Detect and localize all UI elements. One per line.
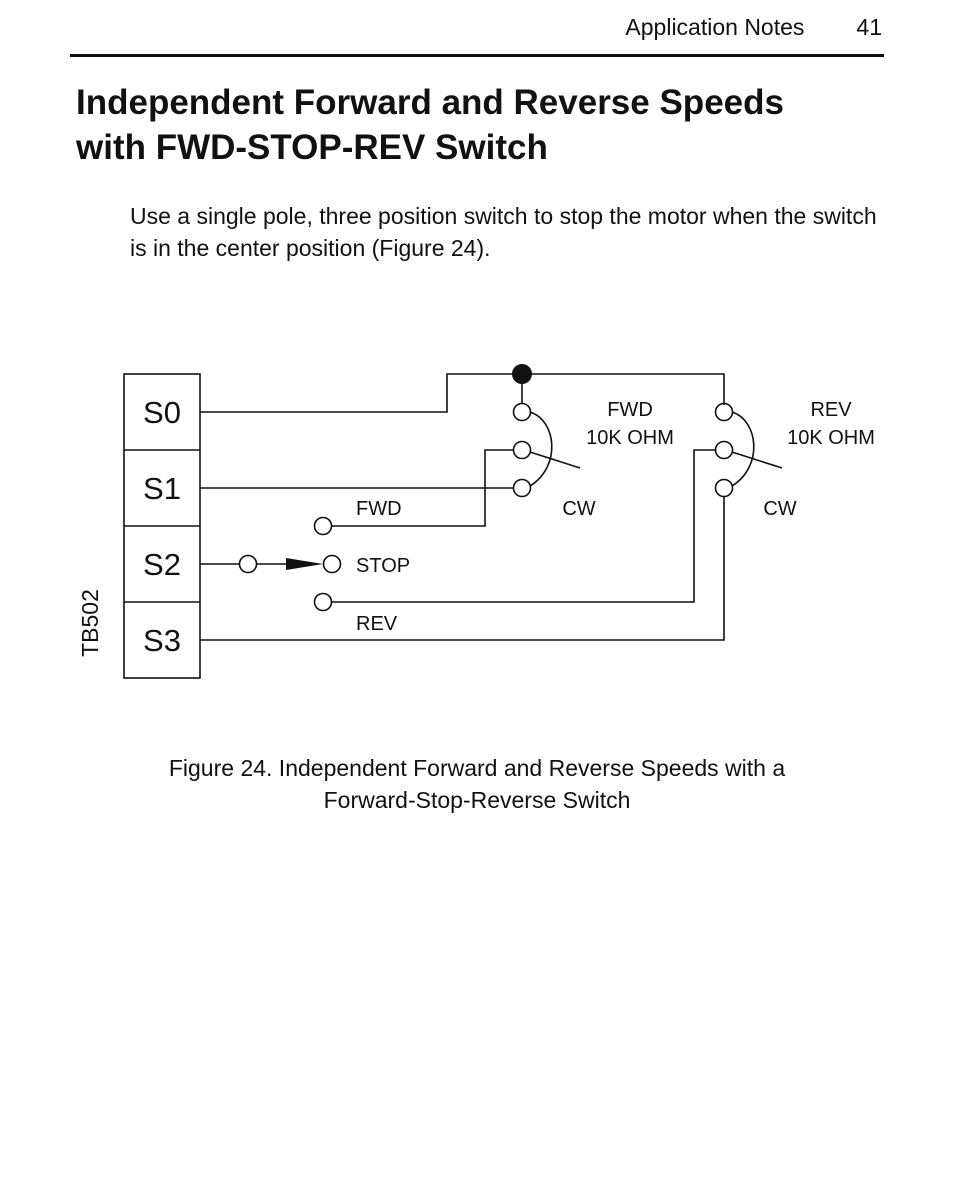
section-title: Application Notes — [625, 14, 805, 40]
fwd-pot-terminal — [512, 402, 532, 422]
page-number: 41 — [856, 14, 882, 40]
terminal-label: S0 — [143, 395, 181, 430]
fwd-pot-element — [529, 411, 553, 487]
rev-pot-name: REV — [810, 399, 852, 421]
rev-pot-terminal — [714, 478, 734, 498]
switch-label-fwd: FWD — [356, 498, 402, 520]
wire-rev-contact — [332, 449, 715, 603]
fwd-pot-value: 10K OHM — [586, 427, 674, 449]
terminal-label: S1 — [143, 471, 181, 506]
title-line-1: Independent Forward and Reverse Speeds — [76, 83, 784, 122]
figure-caption: Figure 24. Independent Forward and Rever… — [77, 752, 877, 816]
running-head: Application Notes 41 — [625, 14, 882, 41]
fwd-pot-wiper — [529, 451, 581, 469]
wiring-diagram: S0 S1 S2 S3 TB502 FWD STOP REV FWD 10K O… — [77, 364, 875, 679]
caption-line-1: Figure 24. Independent Forward and Rever… — [168, 755, 786, 781]
fwd-pot-cw: CW — [562, 498, 595, 520]
switch-contact-stop — [322, 554, 342, 574]
terminal-block-label: TB502 — [77, 589, 103, 657]
rev-pot-terminal — [714, 402, 734, 422]
header-rule — [70, 54, 884, 57]
caption-line-2: Forward-Stop-Reverse Switch — [323, 787, 631, 813]
switch-contact-rev — [313, 592, 333, 612]
switch-contact-fwd — [313, 516, 333, 536]
terminal-label: S3 — [143, 623, 181, 658]
title-line-2: with FWD-STOP-REV Switch — [76, 128, 548, 167]
fwd-pot-terminal — [512, 440, 532, 460]
rev-pot-value: 10K OHM — [787, 427, 875, 449]
rev-pot-element — [731, 411, 755, 487]
switch-label-stop: STOP — [356, 555, 410, 577]
fwd-pot-terminal — [512, 478, 532, 498]
page-title: Independent Forward and Reverse Speeds w… — [76, 80, 876, 170]
rev-pot-cw: CW — [763, 498, 796, 520]
rev-pot-terminal — [714, 440, 734, 460]
intro-paragraph: Use a single pole, three position switch… — [130, 203, 877, 261]
rev-pot-wiper — [731, 451, 783, 469]
wire-s0 — [200, 373, 725, 413]
junction-dot — [512, 364, 532, 384]
switch-arrow — [286, 558, 323, 570]
switch-pole — [238, 554, 258, 574]
wire-s3 — [200, 497, 725, 641]
fwd-pot-name: FWD — [607, 399, 653, 421]
terminal-label: S2 — [143, 547, 181, 582]
switch-label-rev: REV — [356, 613, 398, 635]
wire-fwd-contact — [332, 449, 513, 527]
